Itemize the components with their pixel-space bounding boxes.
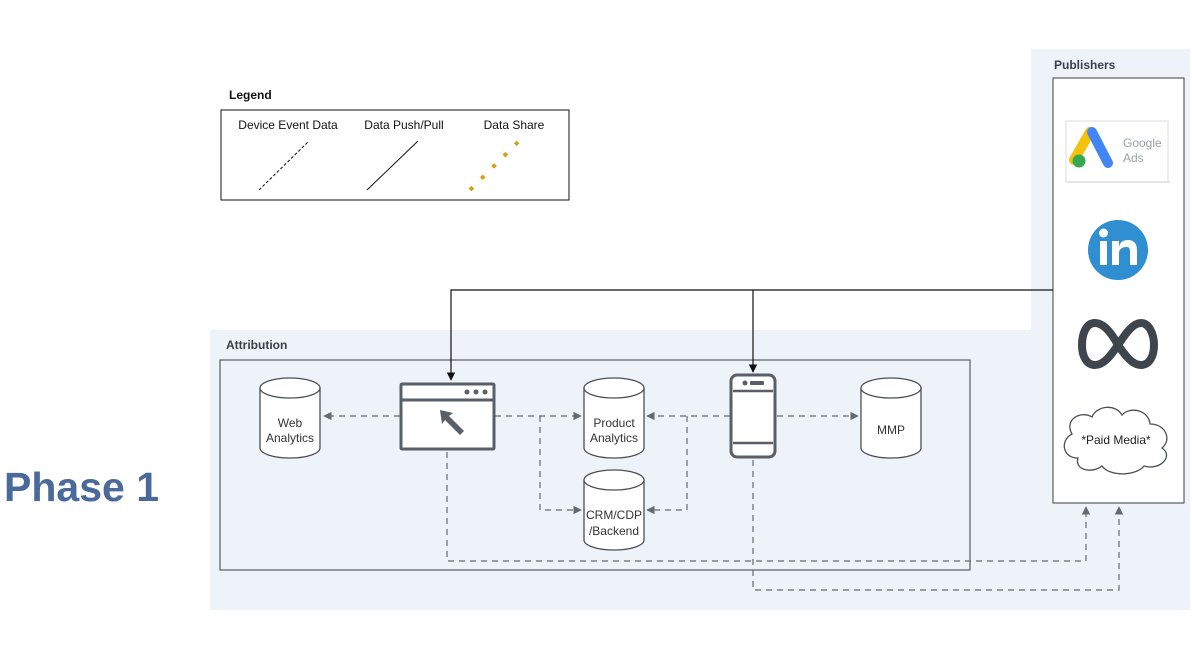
google-ads-node[interactable]: Google Ads (1065, 120, 1170, 183)
web-app-node[interactable] (399, 382, 496, 451)
database-icon (583, 377, 645, 459)
linkedin-icon (1088, 220, 1148, 280)
legend-swatch-dotted (468, 140, 520, 192)
edge-web-to-crm (539, 416, 582, 515)
legend-label-device-event-data: Device Event Data (238, 118, 338, 132)
database-icon (259, 377, 321, 459)
product-analytics-label-line2: Analytics (590, 431, 638, 445)
google-ads-label-line1: Google (1123, 136, 1162, 150)
legend-title: Legend (229, 88, 272, 102)
publishers-title: Publishers (1054, 58, 1116, 72)
database-icon (860, 377, 922, 459)
paid-media-node[interactable]: *Paid Media* (1063, 406, 1168, 475)
linkedin-node[interactable] (1088, 220, 1148, 280)
mobile-app-node[interactable] (729, 373, 777, 459)
web-analytics-node[interactable]: Web Analytics (259, 377, 321, 459)
web-analytics-label-line2: Analytics (266, 431, 314, 445)
mobile-phone-icon (729, 373, 777, 459)
cloud-icon (1063, 406, 1168, 475)
mmp-label: MMP (877, 423, 905, 437)
legend-swatch-dashed (258, 140, 310, 191)
edge-mobile-to-crm (646, 416, 688, 515)
crm-label-line1: CRM/CDP (586, 508, 642, 522)
meta-icon (1078, 319, 1158, 369)
legend-label-data-share: Data Share (484, 118, 545, 132)
web-analytics-label-line1: Web (278, 416, 303, 430)
product-analytics-node[interactable]: Product Analytics (583, 377, 645, 459)
edge-web-to-publishers (446, 452, 1091, 562)
google-ads-label-line2: Ads (1123, 151, 1144, 165)
crm-label-line2: /Backend (589, 524, 639, 538)
product-analytics-label-line1: Product (593, 416, 635, 430)
phase-title: Phase 1 (4, 464, 159, 510)
push-line-publishers-to-web (446, 289, 1053, 381)
legend-swatch-solid (366, 140, 419, 191)
mmp-node[interactable]: MMP (860, 377, 922, 459)
paid-media-label: *Paid Media* (1081, 433, 1151, 447)
edge-mobile-to-publishers (752, 460, 1124, 591)
browser-window-icon (399, 382, 496, 451)
legend: Legend Device Event Data Data Push/Pull … (220, 88, 570, 201)
crm-node[interactable]: CRM/CDP /Backend (583, 469, 645, 551)
legend-label-data-push-pull: Data Push/Pull (364, 118, 443, 132)
cursor-icon (440, 410, 464, 435)
legend-box (220, 109, 570, 201)
google-ads-icon (1069, 127, 1113, 168)
attribution-title: Attribution (226, 338, 287, 352)
meta-node[interactable] (1078, 319, 1158, 369)
database-icon (583, 469, 645, 551)
